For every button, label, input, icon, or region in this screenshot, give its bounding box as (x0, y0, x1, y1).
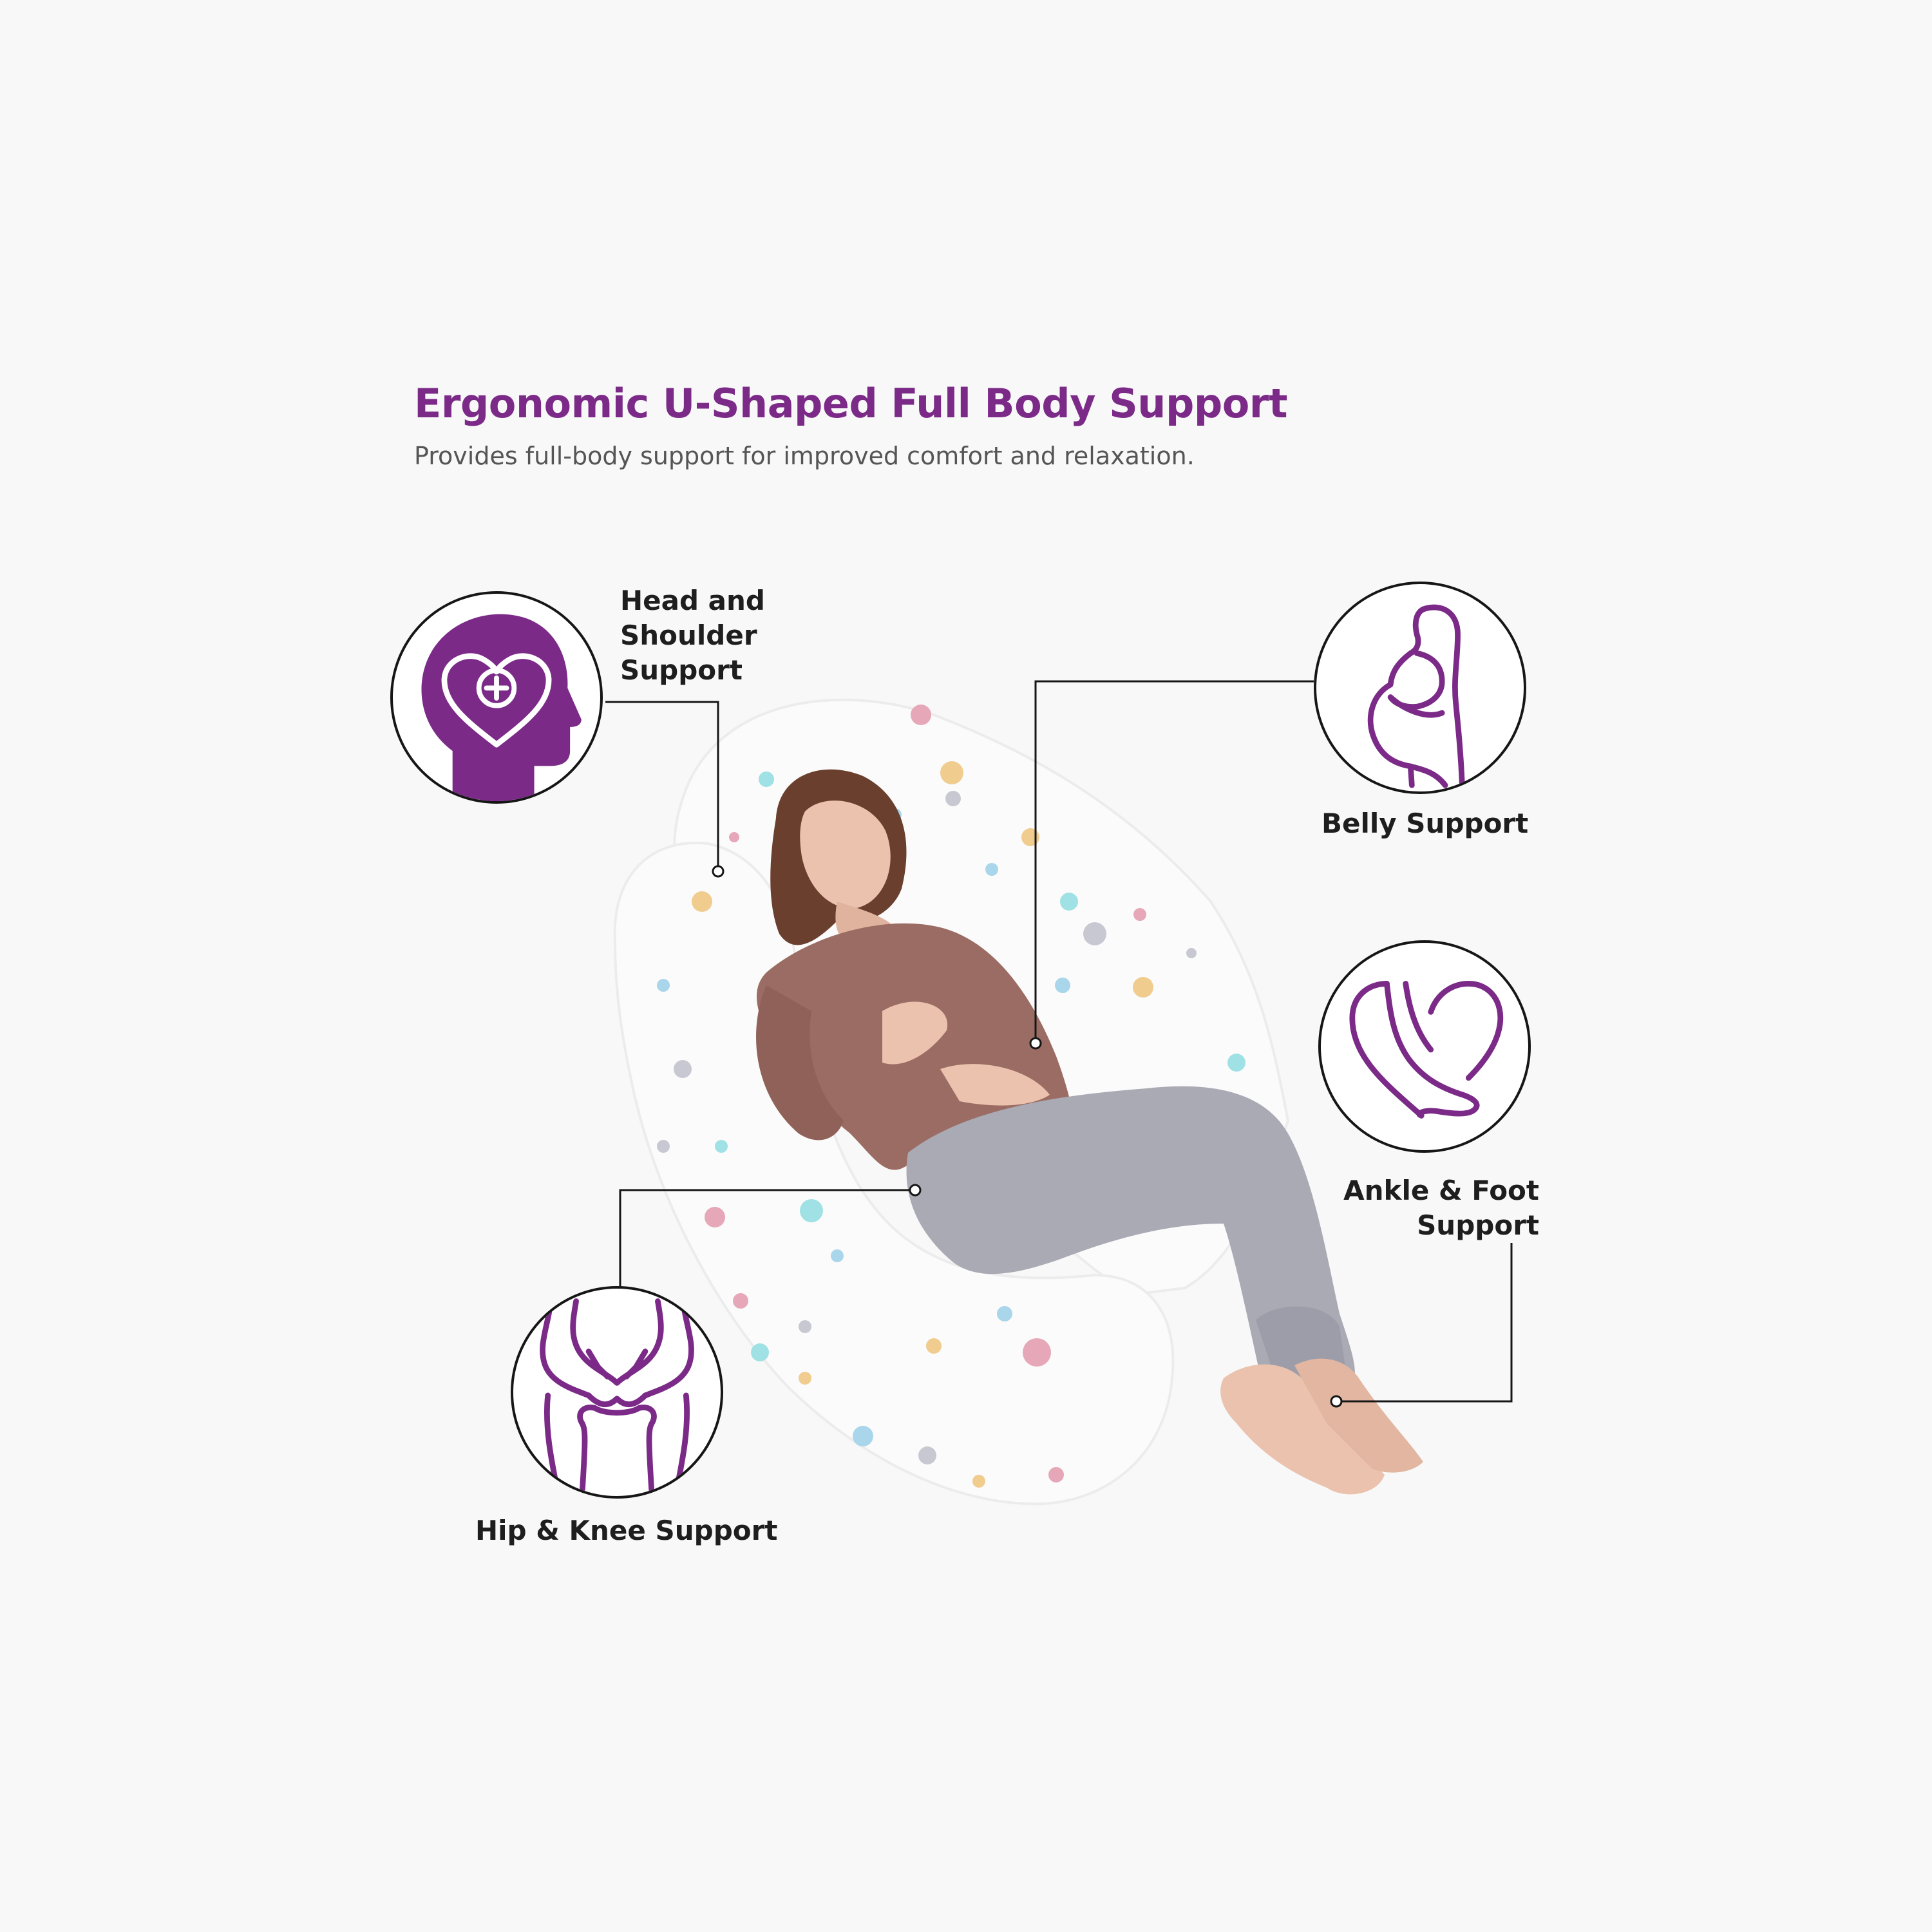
pillow-dot (1023, 1338, 1051, 1367)
pillow-dot (985, 863, 998, 876)
pillow-dot (657, 1140, 670, 1153)
pillow-dot (799, 1372, 811, 1385)
pillow-dot (997, 1306, 1012, 1321)
pillow-dot (853, 1426, 873, 1446)
pillow-dot (729, 832, 739, 842)
head-support-badge (390, 591, 603, 804)
pillow-dot (1227, 1054, 1245, 1072)
page-subtitle: Provides full-body support for improved … (414, 442, 1195, 470)
pillow-dot (911, 705, 931, 725)
pillow-dot (972, 1475, 985, 1488)
pillow-dot (800, 1199, 823, 1222)
pregnant-woman-icon (1367, 604, 1465, 788)
pillow-dot (733, 1293, 748, 1309)
hip-support-badge (511, 1286, 723, 1499)
pillow-dot (918, 1446, 936, 1464)
pillow-dot (799, 1320, 811, 1333)
belly-support-badge (1314, 582, 1526, 794)
page-title: Ergonomic U-Shaped Full Body Support (414, 380, 1288, 427)
pillow-dot (1021, 828, 1039, 846)
ankle-support-badge (1318, 940, 1531, 1153)
pillow-dot (705, 1207, 725, 1227)
pillow-dot (692, 891, 712, 912)
pillow-dot (751, 1343, 769, 1361)
belly-support-label: Belly Support (1321, 808, 1529, 839)
pillow-dot (759, 772, 774, 787)
pillow-dot (1083, 922, 1106, 945)
pillow-dot (1186, 948, 1197, 958)
pillow-dot (1048, 1467, 1064, 1482)
pillow-dot (1133, 908, 1146, 921)
head-heart-icon (421, 614, 582, 801)
pillow-dot (1060, 893, 1078, 911)
pillow-dot (926, 1338, 942, 1354)
pillow-dot (1055, 978, 1070, 993)
pillow-dot (674, 1060, 692, 1078)
pillow-dot (657, 979, 670, 992)
pillow-dot (715, 1140, 728, 1153)
head-support-label: Head and Shoulder Support (620, 585, 765, 686)
hip-support-label: Hip & Knee Support (475, 1515, 778, 1546)
pillow-dot (945, 791, 961, 806)
foot-heart-icon (1349, 981, 1504, 1119)
ankle-support-label: Ankle & Foot Support (1343, 1175, 1539, 1241)
pillow-dot (831, 1249, 844, 1262)
woman-figure (756, 769, 1423, 1495)
knee-joint-icon (540, 1298, 694, 1493)
pillow-dot (1133, 977, 1153, 998)
callout-lines (605, 680, 1513, 1403)
pillow-dot (940, 761, 963, 784)
callout-anchors (712, 865, 1343, 1408)
